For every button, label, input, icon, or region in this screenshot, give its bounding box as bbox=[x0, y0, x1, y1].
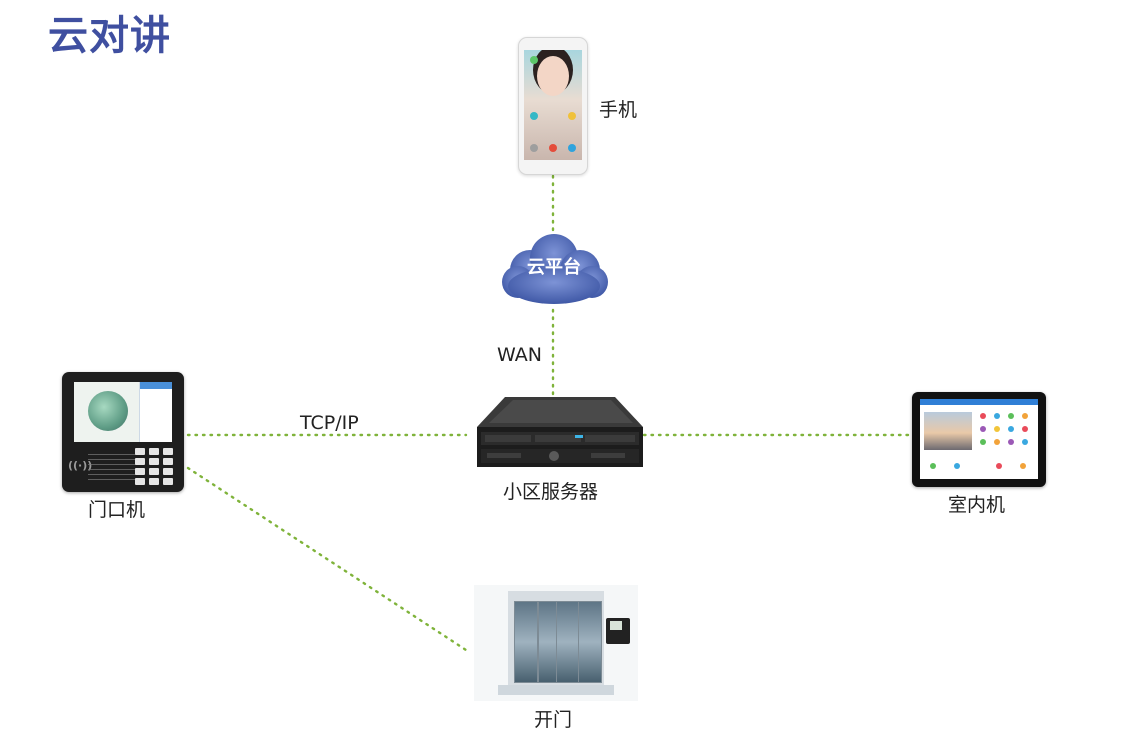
link-label-wan: WAN bbox=[497, 344, 542, 366]
link-label-tcpip: TCP/IP bbox=[300, 412, 359, 434]
indoor-monitor-icon bbox=[912, 392, 1046, 487]
node-label-door-station: 门口机 bbox=[88, 499, 146, 521]
node-label-indoor-monitor: 室内机 bbox=[948, 494, 1006, 516]
page-title: 云对讲 bbox=[48, 13, 171, 59]
node-label-cloud: 云平台 bbox=[527, 257, 581, 278]
node-label-door-open: 开门 bbox=[534, 709, 573, 731]
node-label-phone: 手机 bbox=[599, 99, 638, 121]
rack-server-icon bbox=[477, 397, 643, 467]
glass-door-icon bbox=[474, 585, 638, 701]
door-station-icon: ((·)) bbox=[62, 372, 184, 492]
link-doorstation-door bbox=[186, 466, 468, 652]
cloud-icon bbox=[502, 234, 608, 304]
node-label-server: 小区服务器 bbox=[503, 481, 599, 503]
smartphone-icon bbox=[518, 37, 588, 175]
